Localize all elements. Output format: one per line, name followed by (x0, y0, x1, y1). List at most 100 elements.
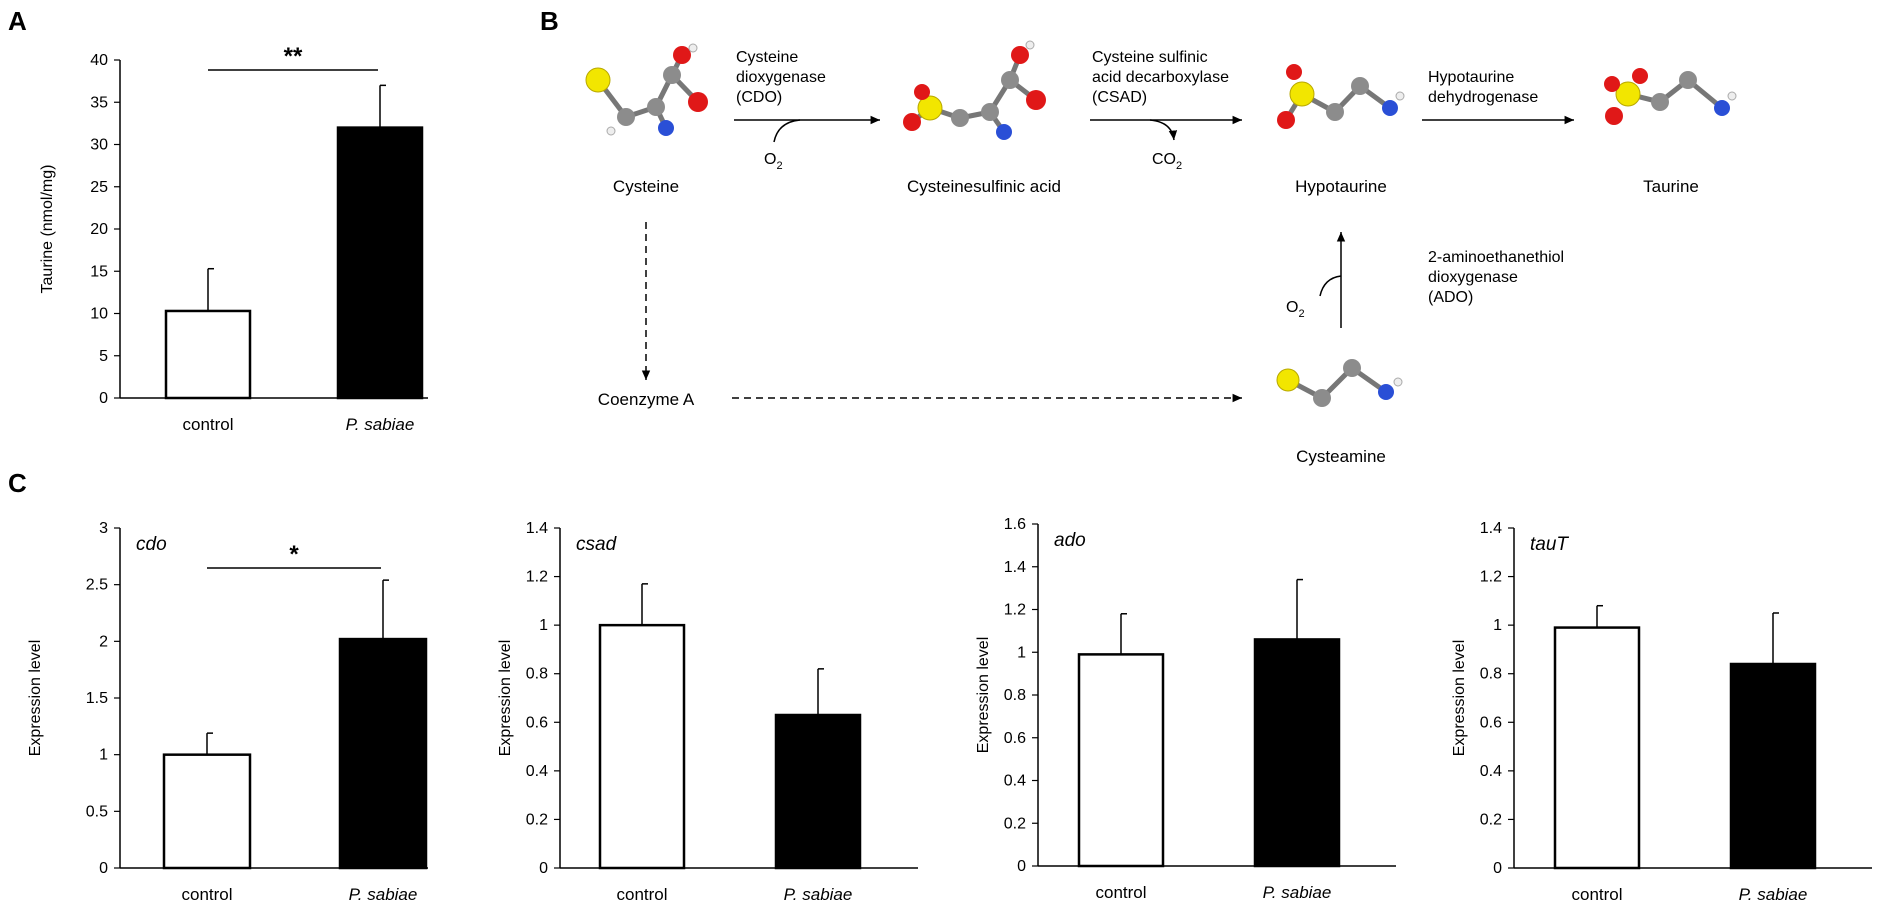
y-tick-label: 25 (90, 179, 108, 196)
o2-uptake-curve (773, 119, 801, 143)
y-tick-label: 10 (90, 306, 108, 323)
y-axis-label: Expression level (497, 640, 514, 757)
y-tick-label: 1.4 (526, 520, 548, 537)
y-tick-label: 30 (90, 137, 108, 154)
y-tick-label: 0 (1017, 858, 1026, 875)
y-tick-label: 1.4 (1480, 520, 1502, 537)
category-label: P. sabiae (346, 415, 415, 434)
enzyme-label-csad: Cysteine sulfinic acid decarboxylase (CS… (1092, 49, 1233, 106)
y-tick-label: 1 (539, 617, 548, 634)
cysteinesulfinic-molecule-icon (903, 40, 1046, 140)
y-tick-label: 0.4 (1480, 763, 1502, 780)
y-tick-label: 5 (99, 348, 108, 365)
y-tick-label: 0.2 (526, 811, 548, 828)
gene-label: cdo (136, 534, 167, 555)
pathway-diagram: Cysteine Cysteinesulfinic acid Hypotauri… (585, 40, 1737, 466)
y-tick-label: 0.2 (1480, 811, 1502, 828)
y-tick-label: 0.2 (1004, 815, 1026, 832)
enzyme-label-hypotaurine-dehydrogenase: Hypotaurine dehydrogenase (1428, 69, 1538, 106)
significance-stars: * (289, 541, 299, 568)
significance-stars: ** (284, 43, 303, 70)
category-label: P. sabiae (1739, 885, 1808, 904)
y-tick-label: 0.4 (1004, 773, 1026, 790)
y-tick-label: 20 (90, 221, 108, 238)
y-axis-label: Expression level (27, 640, 44, 757)
y-tick-label: 1.6 (1004, 516, 1026, 533)
category-label: control (182, 415, 233, 434)
category-label: control (1095, 883, 1146, 902)
cofactor-co2: CO2 (1152, 151, 1182, 172)
gene-label: csad (576, 534, 618, 555)
y-tick-label: 0.6 (1004, 730, 1026, 747)
y-tick-label: 0.6 (1480, 714, 1502, 731)
y-tick-label: 1.5 (86, 690, 108, 707)
y-tick-label: 40 (90, 52, 108, 69)
cysteine-molecule-icon (585, 43, 708, 136)
y-tick-label: 1 (99, 747, 108, 764)
y-tick-label: 1 (1493, 617, 1502, 634)
taurine-molecule-icon (1604, 68, 1737, 125)
category-label: control (616, 885, 667, 904)
y-axis-label: Expression level (1451, 640, 1468, 757)
y-tick-label: 15 (90, 263, 108, 280)
y-tick-label: 3 (99, 520, 108, 537)
category-label: P. sabiae (1263, 883, 1332, 902)
panel-label-b: B (540, 6, 559, 36)
category-label: P. sabiae (784, 885, 853, 904)
cofactor-o2-cdo: O2 (764, 151, 783, 172)
y-tick-label: 0 (99, 860, 108, 877)
y-tick-label: 1.2 (1480, 569, 1502, 586)
enzyme-label-cdo: Cysteine dioxygenase (CDO) (736, 49, 830, 106)
y-tick-label: 2.5 (86, 577, 108, 594)
y-axis-label: Taurine (nmol/mg) (39, 165, 56, 294)
bar-control (164, 309, 252, 400)
y-tick-label: 1.2 (1004, 602, 1026, 619)
y-tick-label: 0.5 (86, 803, 108, 820)
bar-treated (1253, 638, 1341, 868)
y-tick-label: 0.8 (526, 666, 548, 683)
panel-label-a: A (8, 6, 27, 36)
y-tick-label: 0.4 (526, 763, 548, 780)
cofactor-o2-ado: O2 (1286, 299, 1305, 320)
co2-release-curve (1149, 119, 1178, 141)
hypotaurine-molecule-icon (1277, 64, 1405, 129)
category-label: control (1571, 885, 1622, 904)
y-tick-label: 0 (1493, 860, 1502, 877)
y-tick-label: 1.4 (1004, 559, 1026, 576)
y-tick-label: 0.8 (1480, 666, 1502, 683)
bar-control (1077, 653, 1165, 868)
enzyme-label-ado: 2-aminoethanethiol dioxygenase (ADO) (1428, 249, 1569, 306)
molecule-name-taurine: Taurine (1643, 177, 1699, 196)
bar-control (162, 753, 252, 870)
bar-treated (774, 713, 862, 870)
y-tick-label: 0 (99, 390, 108, 407)
gene-label: ado (1054, 530, 1086, 551)
molecule-name-coenzyme-a: Coenzyme A (598, 390, 695, 409)
molecule-name-cysteinesulfinic-acid: Cysteinesulfinic acid (907, 177, 1061, 196)
category-label: P. sabiae (349, 885, 418, 904)
y-tick-label: 1.2 (526, 569, 548, 586)
y-tick-label: 2 (99, 633, 108, 650)
gene-label: tauT (1530, 534, 1569, 555)
bar-control (1553, 626, 1641, 870)
o2-uptake-curve-ado (1319, 275, 1342, 297)
molecule-name-hypotaurine: Hypotaurine (1295, 177, 1387, 196)
category-label: control (181, 885, 232, 904)
bar-treated (1729, 662, 1817, 870)
y-tick-label: 0.6 (526, 714, 548, 731)
panel-label-c: C (8, 468, 27, 498)
molecule-name-cysteamine: Cysteamine (1296, 447, 1386, 466)
y-tick-label: 1 (1017, 644, 1026, 661)
molecule-name-cysteine: Cysteine (613, 177, 679, 196)
cysteamine-molecule-icon (1276, 359, 1403, 407)
y-tick-label: 0.8 (1004, 687, 1026, 704)
bar-treated (338, 637, 428, 870)
y-tick-label: 0 (539, 860, 548, 877)
y-tick-label: 35 (90, 94, 108, 111)
bar-control (598, 623, 686, 870)
